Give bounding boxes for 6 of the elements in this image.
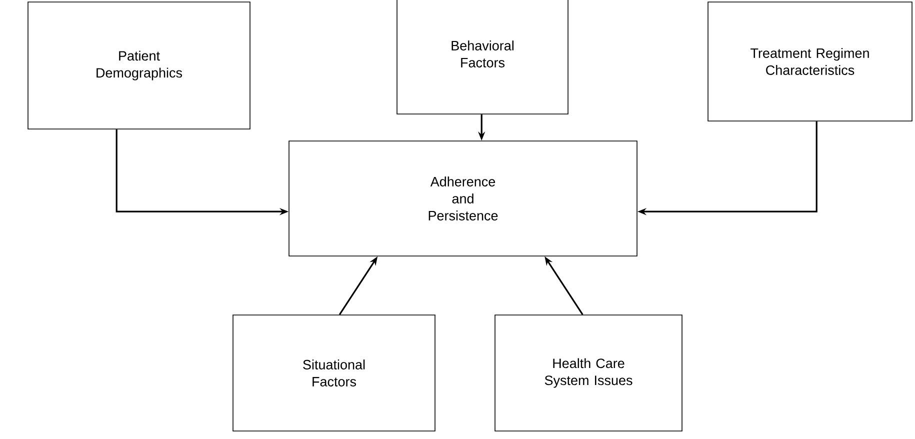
factor-box: Health Care System Issues [494,314,682,432]
factor-box: Behavioral Factors [396,0,568,114]
factor-box: Treatment Regimen Characteristics [708,2,912,122]
factor-box: Patient Demographics [28,2,250,130]
factor-box: Adherence and Persistence [288,140,638,256]
factor-box: Situational Factors [232,314,436,432]
